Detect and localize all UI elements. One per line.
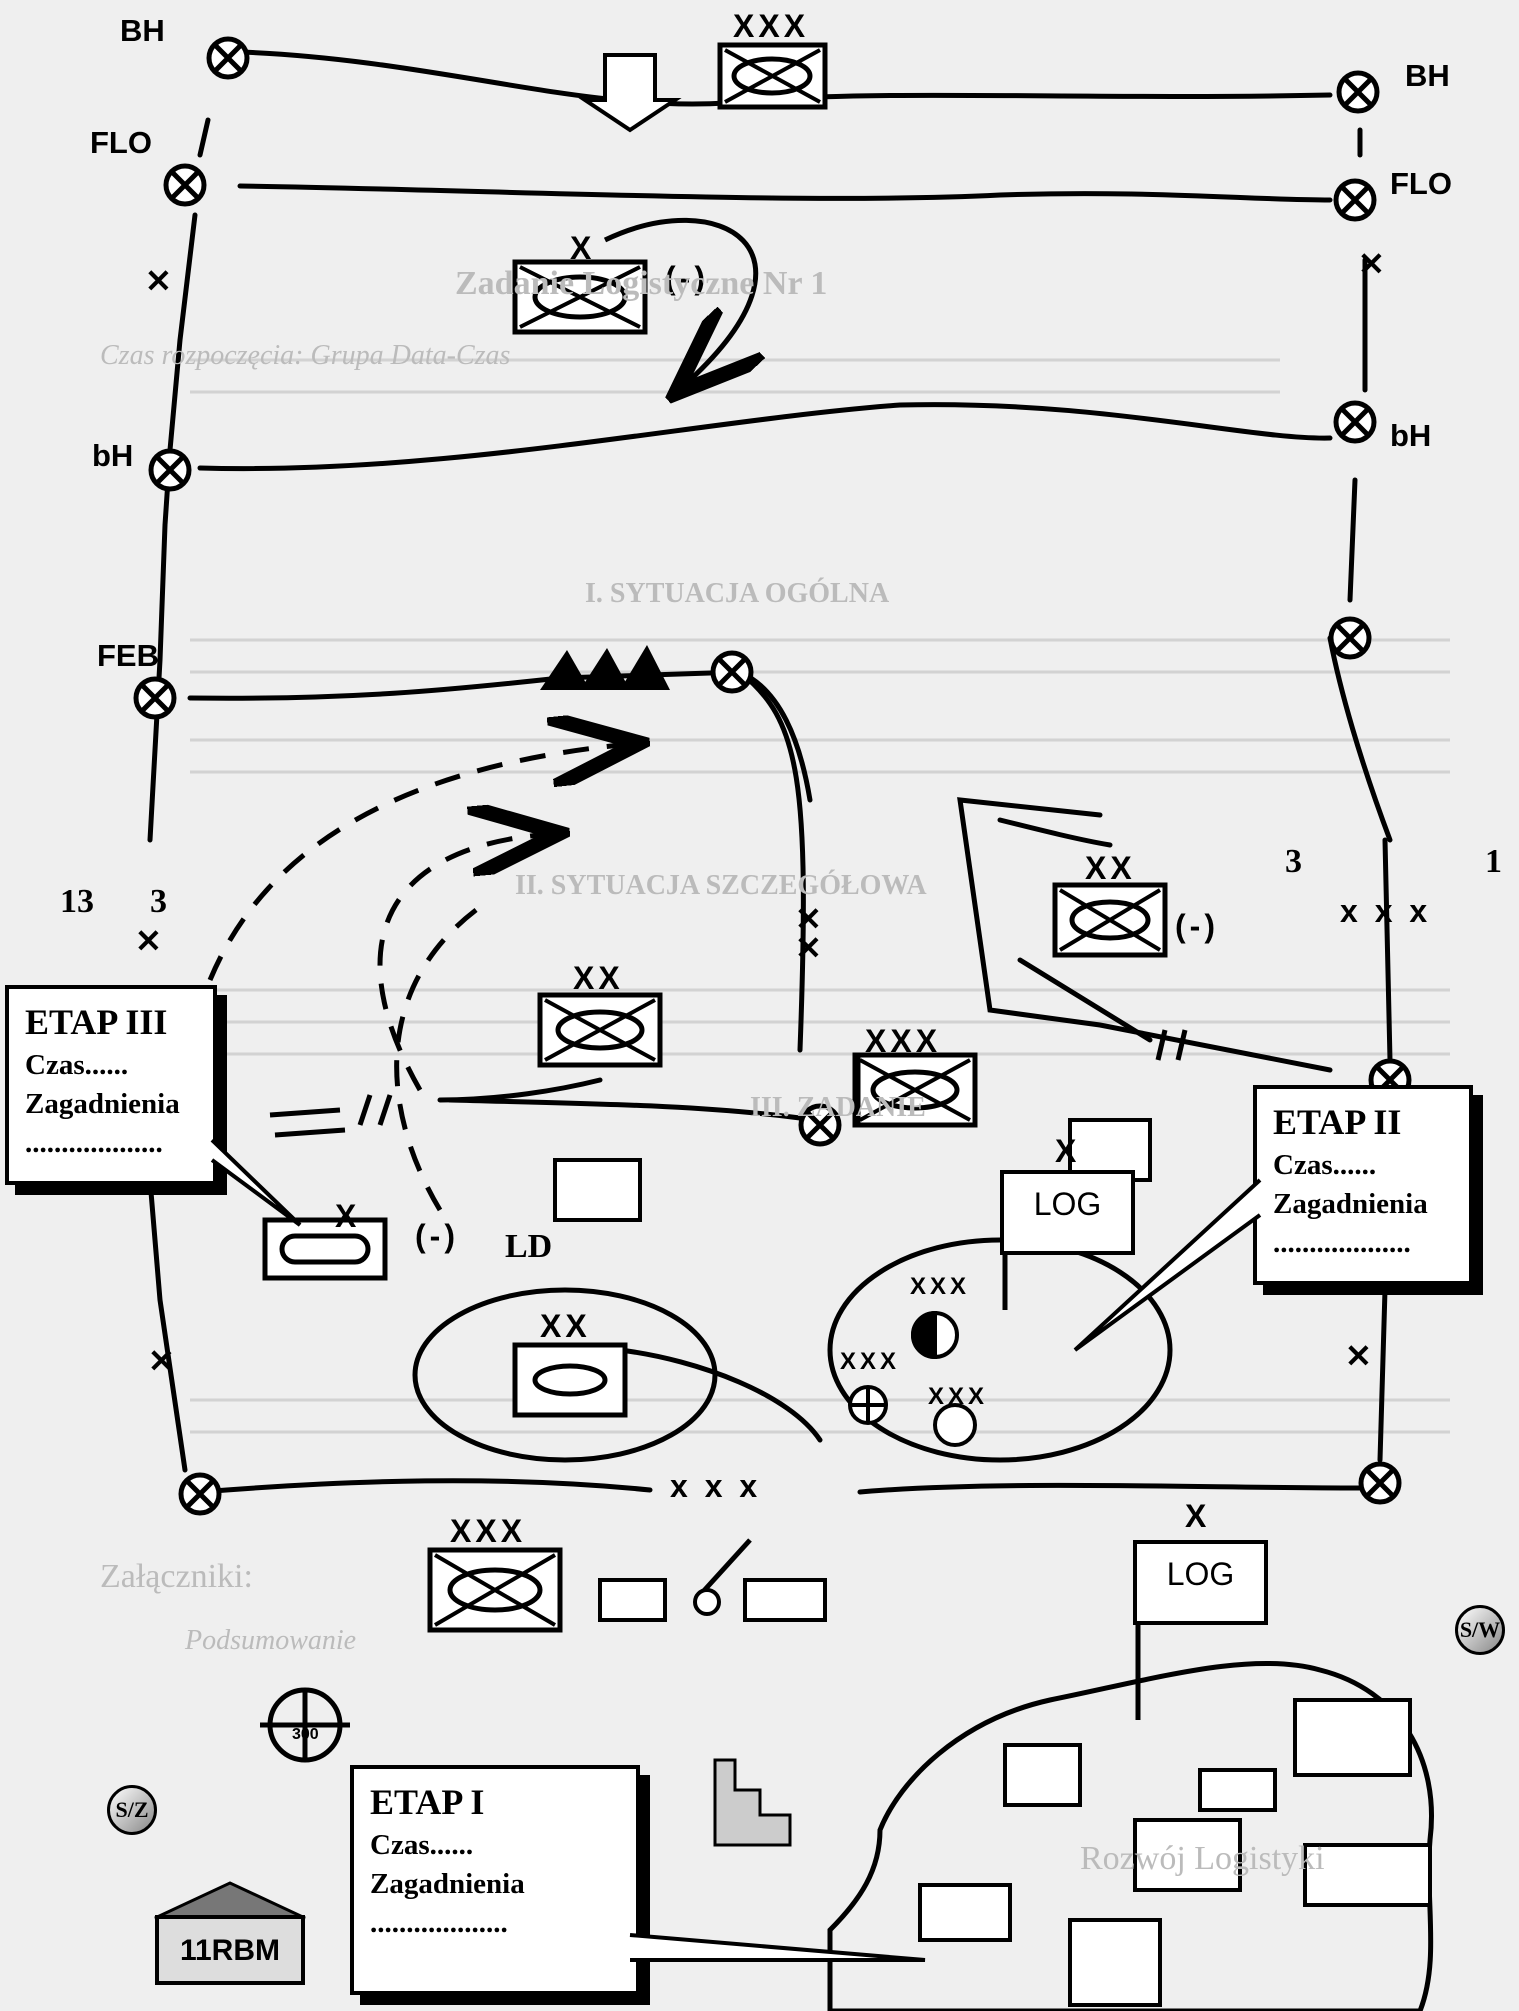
reduced-marker-top: (-) bbox=[665, 260, 709, 296]
unit-ellipses bbox=[279, 48, 1162, 1627]
boundary-x-right-2: ✕ bbox=[1345, 1338, 1376, 1374]
boundary-marker-right: x x x bbox=[1340, 893, 1432, 929]
division-boundary bbox=[1017, 957, 1153, 1043]
bh-label-right: BH bbox=[1405, 58, 1450, 93]
boundary-x-left-3: ✕ bbox=[148, 1343, 179, 1379]
bg-text-footer: Rozwój Logistyki bbox=[1080, 1840, 1325, 1877]
bottom-boundary-right bbox=[857, 1482, 1363, 1495]
log-echelon-center: XXX bbox=[910, 1273, 971, 1300]
etap-1-time: Czas...... bbox=[370, 1829, 474, 1861]
corps-boundary-top bbox=[997, 817, 1113, 848]
etap-2-dots: ................... bbox=[1273, 1227, 1411, 1259]
etap-1-topics: Zagadnienia bbox=[370, 1868, 525, 1900]
scale-symbol bbox=[260, 1687, 350, 1763]
etap-2-topics: Zagadnienia bbox=[1273, 1188, 1428, 1220]
boundary-number-3-left: 3 bbox=[150, 883, 167, 920]
front-line bbox=[957, 797, 1333, 1073]
bh-lower-label-left: bH bbox=[92, 438, 134, 473]
etap-3-title: ETAP III bbox=[25, 1002, 168, 1042]
bg-text-title: Zadanie Logistyczne Nr 1 bbox=[455, 265, 828, 302]
bg-text-attachments: Załączniki: bbox=[100, 1558, 253, 1595]
base-roof-icon bbox=[154, 1881, 306, 1920]
flo-line bbox=[237, 183, 1333, 203]
right-vertical-mid bbox=[1347, 477, 1358, 603]
corps-echelon-bottom: XXX bbox=[450, 1513, 527, 1549]
etap-2-title: ETAP II bbox=[1273, 1102, 1402, 1142]
boundary-marker-bottom: x x x bbox=[670, 1468, 762, 1504]
bh-lower-line bbox=[197, 402, 1333, 472]
bh-lower-label-right: bH bbox=[1390, 418, 1432, 453]
boundary-x-right-1: ✕ bbox=[1358, 246, 1389, 282]
base-11rbm: 11RBM bbox=[155, 1915, 305, 1985]
log-flag-bottom: LOG bbox=[1133, 1540, 1268, 1625]
log-echelon-right: XXX bbox=[928, 1383, 989, 1410]
right-vertical-low bbox=[1382, 837, 1393, 1063]
boundary-number-3-right: 3 bbox=[1285, 843, 1302, 880]
bg-text-section-3: III. ZADANIE bbox=[750, 1092, 926, 1123]
etap-1-dots: ................... bbox=[370, 1907, 508, 1939]
feb-line bbox=[187, 669, 813, 803]
boundary-number-13: 13 bbox=[60, 883, 94, 920]
log-flag-center: LOG bbox=[1000, 1170, 1135, 1255]
feb-right-line bbox=[1327, 635, 1393, 843]
reduced-marker-right: (-) bbox=[1175, 908, 1219, 944]
bh-label-left: BH bbox=[120, 13, 165, 48]
bg-text-section-1: I. SYTUACJA OGÓLNA bbox=[585, 578, 890, 609]
log-symbols bbox=[848, 1310, 977, 1447]
boundary-x-left-2: ✕ bbox=[135, 923, 166, 959]
bottom-boundary bbox=[197, 1478, 653, 1495]
phase-lines bbox=[147, 49, 1393, 1495]
maneuver-arrows bbox=[207, 745, 620, 1212]
brigade-echelon-left: X bbox=[335, 1198, 361, 1234]
corps-echelon-center: XXX bbox=[865, 1023, 942, 1059]
division-echelon-center: XX bbox=[573, 960, 624, 996]
division-echelon-bottom: XX bbox=[540, 1308, 591, 1344]
flo-label-right: FLO bbox=[1390, 166, 1452, 201]
boundary-x-center: ✕✕ bbox=[795, 901, 826, 966]
scale-label: 300 bbox=[292, 1726, 319, 1743]
bg-text-section-2: II. SYTUACJA SZCZEGÓŁOWA bbox=[515, 870, 927, 901]
compass-sz-icon: S/Z bbox=[107, 1785, 157, 1835]
ld-line-center bbox=[447, 1097, 803, 1121]
etap-2-callout: ETAP II Czas...... Zagadnienia .........… bbox=[1253, 1085, 1473, 1285]
corps-echelon-top: XXX bbox=[733, 8, 810, 44]
brigade-echelon-flag: X bbox=[1055, 1133, 1081, 1169]
reduced-marker-left: (-) bbox=[415, 1218, 459, 1254]
etap-1-callout: ETAP I Czas...... Zagadnienia ..........… bbox=[350, 1765, 640, 1995]
counterattack-arrow bbox=[603, 217, 756, 380]
etap-3-dots: ................... bbox=[25, 1127, 163, 1159]
left-bh-flo bbox=[197, 117, 211, 158]
support-units bbox=[553, 1118, 1432, 2007]
boundary-x-left-1: ✕ bbox=[145, 263, 176, 299]
left-vertical-low bbox=[147, 1177, 188, 1473]
boundary-ticks bbox=[269, 1029, 1188, 1597]
obstacle-triangles bbox=[540, 645, 670, 690]
boundary-from-feb bbox=[737, 669, 806, 1053]
bg-text-start: Czas rozpoczęcia: Grupa Data-Czas bbox=[100, 340, 511, 371]
etap-2-time: Czas...... bbox=[1273, 1149, 1377, 1181]
etap-3-callout: ETAP III Czas...... Zagadnienia ........… bbox=[5, 985, 217, 1185]
attack-direction-arrow bbox=[578, 53, 682, 133]
etap-1-title: ETAP I bbox=[370, 1782, 485, 1822]
bg-text-summary: Podsumowanie bbox=[185, 1625, 357, 1656]
ld-label: LD bbox=[505, 1228, 553, 1265]
ld-to-bottom bbox=[617, 1347, 823, 1443]
background-text-lines bbox=[190, 358, 1450, 1434]
brigade-echelon-top: X bbox=[570, 230, 596, 266]
etap-3-topics: Zagadnienia bbox=[25, 1088, 180, 1120]
compass-sw-icon: S/W bbox=[1455, 1605, 1505, 1655]
staircase-icon bbox=[713, 1758, 792, 1847]
division-echelon-right: XX bbox=[1085, 850, 1136, 886]
feb-label: FEB bbox=[97, 638, 159, 673]
flo-label-left: FLO bbox=[90, 125, 152, 160]
etap-3-time: Czas...... bbox=[25, 1049, 129, 1081]
log-echelon-left: XXX bbox=[840, 1348, 901, 1375]
right-vertical-bottom bbox=[1377, 1287, 1388, 1463]
boundary-number-1: 1 bbox=[1485, 843, 1502, 880]
brigade-echelon-bottom-flag: X bbox=[1185, 1498, 1211, 1534]
